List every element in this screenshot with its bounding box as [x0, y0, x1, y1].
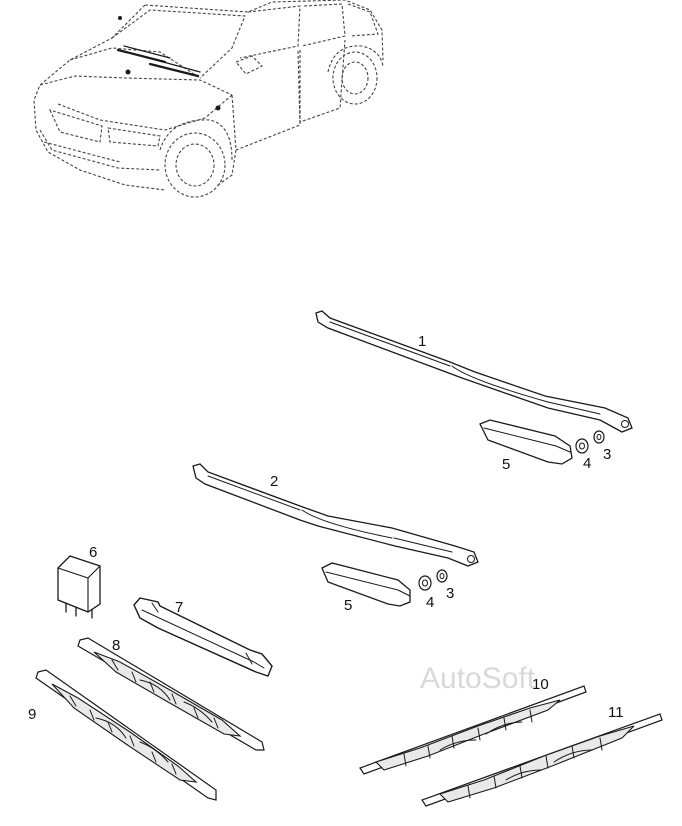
label-7: 7	[175, 599, 183, 616]
label-5-upper: 5	[502, 456, 510, 473]
label-4-upper: 4	[583, 455, 591, 472]
label-5-lower: 5	[344, 597, 352, 614]
seal-7	[133, 597, 273, 677]
washer-3-upper	[593, 430, 605, 444]
wiper-blade-11	[421, 713, 663, 807]
wiper-blade-8	[77, 637, 265, 751]
watermark-logo: AutoSoft	[420, 662, 536, 695]
wiper-arm-1	[315, 310, 633, 433]
nut-4-lower	[418, 575, 432, 591]
label-3-lower: 3	[446, 585, 454, 602]
car-illustration	[33, 0, 384, 198]
arm-cover-5-upper	[479, 419, 573, 465]
washer-3-lower	[436, 569, 448, 583]
label-4-lower: 4	[426, 594, 434, 611]
label-3-upper: 3	[603, 446, 611, 463]
nut-4-upper	[575, 438, 589, 454]
wiper-blade-10	[359, 685, 587, 775]
label-8: 8	[112, 637, 120, 654]
wiper-arm-2	[192, 463, 479, 567]
arm-cover-5-lower	[321, 562, 411, 607]
label-9: 9	[28, 706, 36, 723]
label-6: 6	[89, 544, 97, 561]
label-10: 10	[532, 676, 549, 693]
label-1: 1	[418, 333, 426, 350]
label-2: 2	[270, 473, 278, 490]
wiper-blade-9	[35, 669, 217, 801]
label-11: 11	[608, 704, 624, 721]
relay-6	[57, 555, 101, 619]
